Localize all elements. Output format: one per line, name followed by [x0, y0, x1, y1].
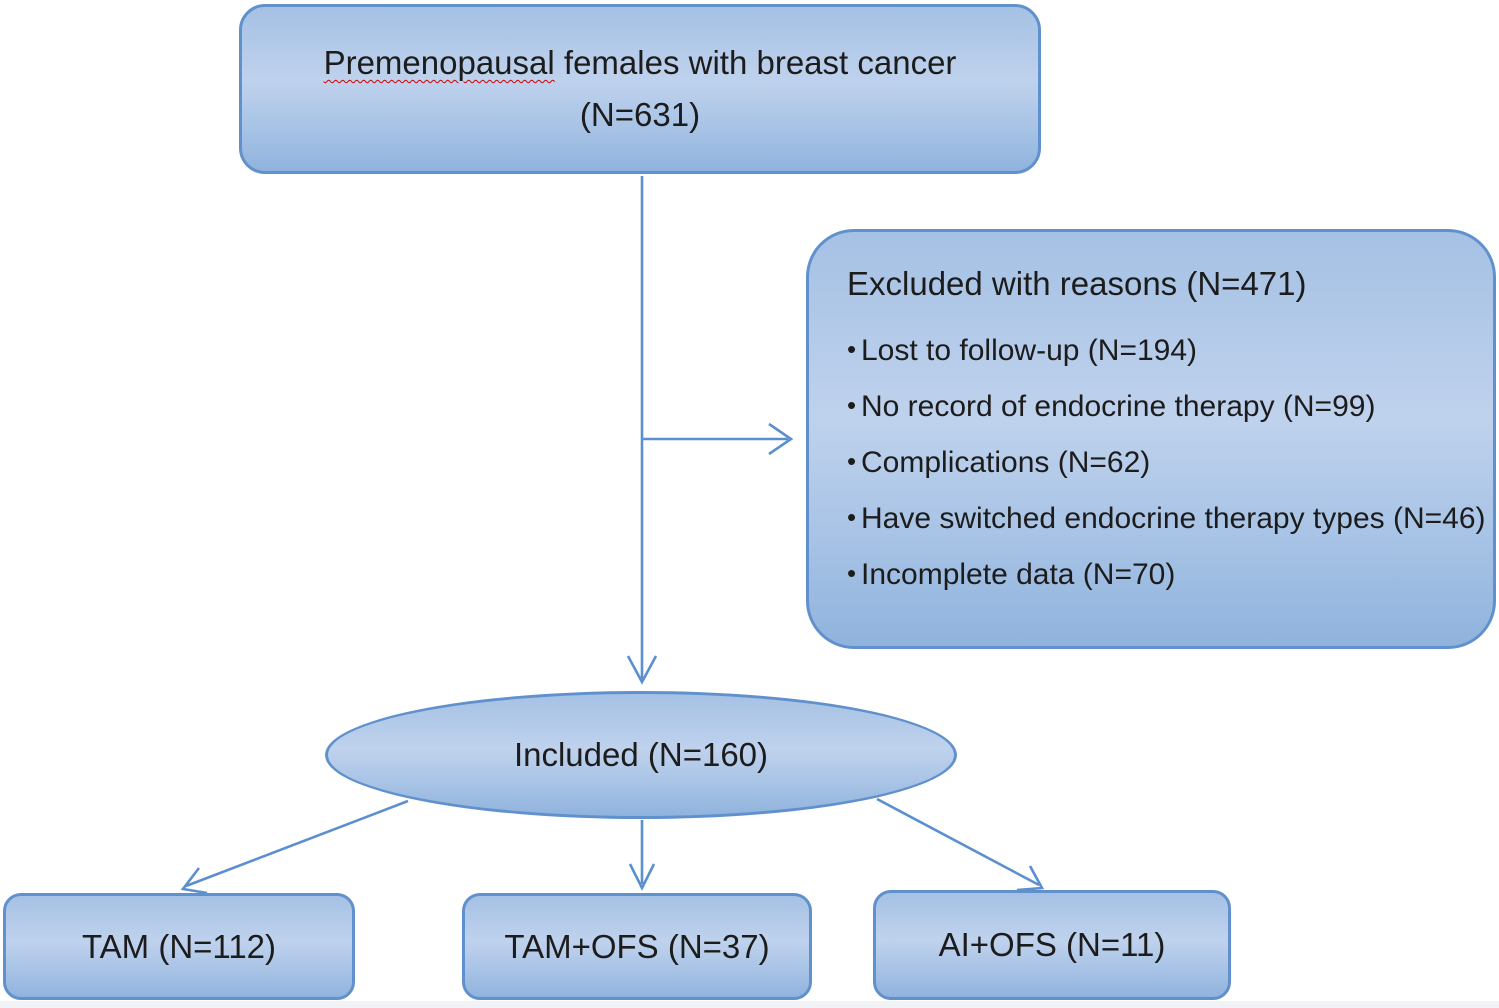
included-label: Included (N=160) — [513, 736, 769, 773]
excluded-reason-item: •Complications (N=62) — [847, 434, 1473, 490]
node-included-ellipse: Included (N=160) — [325, 691, 957, 819]
population-line1-rest: females with breast cancer — [554, 44, 957, 81]
excluded-reason-item: •Lost to follow-up (N=194) — [847, 322, 1473, 378]
excluded-reason-list: •Lost to follow-up (N=194) •No record of… — [847, 322, 1486, 602]
node-excluded-box: Excluded with reasons (N=471) •Lost to f… — [806, 229, 1496, 649]
connector-included-to-aiofs — [876, 797, 1040, 887]
bullet-icon: • — [847, 334, 857, 364]
population-word-premenopausal: Premenopausal — [323, 44, 555, 81]
excluded-reason-text: Complications (N=62) — [861, 446, 1151, 479]
population-count: (N=631) — [579, 96, 701, 133]
bullet-icon: • — [847, 502, 857, 532]
node-population-box: Premenopausal females with breast cancer… — [239, 4, 1041, 174]
excluded-reason-text: Have switched endocrine therapy types (N… — [861, 502, 1486, 535]
tam-ofs-label: TAM+OFS (N=37) — [504, 927, 770, 965]
page-bottom-edge — [0, 1001, 1499, 1008]
node-tam-box: TAM (N=112) — [3, 893, 355, 1000]
ai-ofs-label: AI+OFS (N=11) — [938, 926, 1166, 963]
arrowhead-tamofs — [628, 863, 656, 891]
bullet-icon: • — [847, 390, 857, 420]
node-ai-ofs-box: AI+OFS (N=11) — [873, 890, 1231, 1000]
bullet-icon: • — [847, 558, 857, 588]
excluded-reason-text: No record of endocrine therapy (N=99) — [861, 390, 1376, 423]
excluded-title: Excluded with reasons (N=471) — [847, 265, 1307, 302]
arrowhead-right-excluded — [768, 422, 794, 456]
excluded-reason-text: Incomplete data (N=70) — [861, 558, 1176, 591]
population-label-line1: Premenopausal females with breast cancer — [324, 46, 957, 80]
tam-label: TAM (N=112) — [81, 927, 277, 965]
excluded-reason-item: •Have switched endocrine therapy types (… — [847, 490, 1486, 546]
arrowhead-down-included — [626, 655, 658, 685]
excluded-reason-item: •Incomplete data (N=70) — [847, 546, 1473, 602]
connector-included-to-tam — [185, 799, 409, 888]
arrowhead-tam — [180, 867, 208, 895]
arrowhead-aiofs — [1016, 865, 1045, 892]
excluded-reason-item: •No record of endocrine therapy (N=99) — [847, 378, 1473, 434]
excluded-reason-text: Lost to follow-up (N=194) — [861, 334, 1198, 367]
bullet-icon: • — [847, 446, 857, 476]
node-tam-ofs-box: TAM+OFS (N=37) — [462, 893, 812, 1000]
